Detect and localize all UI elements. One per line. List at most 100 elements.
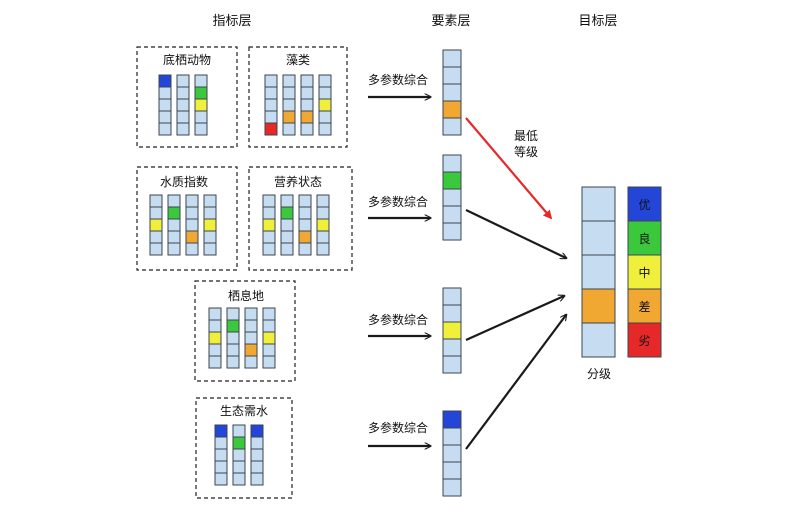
grade-label: 差 xyxy=(638,300,650,314)
grade-swatch xyxy=(627,288,662,324)
indicator-cell xyxy=(250,436,264,450)
indicator-cell xyxy=(282,98,296,112)
indicator-cell xyxy=(262,218,276,232)
group-title: 营养状态 xyxy=(274,174,322,189)
indicator-groups: 底栖动物 藻类 水质指数 营养状态 栖息地 生态需水 xyxy=(136,46,353,499)
indicator-cell xyxy=(226,307,240,321)
indicator-cell xyxy=(232,472,246,486)
indicator-cell xyxy=(282,86,296,100)
indicator-cell xyxy=(264,74,278,88)
group-title: 生态需水 xyxy=(220,404,268,418)
indicator-group-water-quality: 水质指数 xyxy=(136,166,238,271)
indicator-cell xyxy=(158,74,172,88)
indicator-cell xyxy=(194,122,208,136)
indicator-cell xyxy=(300,98,314,112)
indicator-cell xyxy=(264,110,278,124)
indicator-group-ecological-water: 生态需水 xyxy=(195,397,293,499)
indicator-cell xyxy=(214,448,228,462)
indicator-cell xyxy=(194,110,208,124)
indicator-cell xyxy=(158,86,172,100)
indicator-cell xyxy=(250,472,264,486)
indicator-cell xyxy=(244,343,258,357)
indicator-cell xyxy=(194,74,208,88)
min-grade-label: 最低 xyxy=(514,129,538,143)
group-cells xyxy=(214,424,264,486)
indicator-cell xyxy=(158,122,172,136)
grade-label: 优 xyxy=(638,198,650,212)
group-frame xyxy=(194,280,296,382)
indicator-cell xyxy=(149,230,163,244)
indicator-cell xyxy=(318,98,332,112)
indicator-cell xyxy=(214,436,228,450)
indicator-cell xyxy=(203,206,217,220)
indicator-cell xyxy=(250,460,264,474)
element-cell xyxy=(442,205,462,224)
group-frame xyxy=(136,166,238,271)
synthesis-label: 多参数综合 xyxy=(368,312,428,327)
indicator-cell xyxy=(167,194,181,208)
indicator-cell xyxy=(318,86,332,100)
indicator-cell xyxy=(264,122,278,136)
indicator-cell xyxy=(280,206,294,220)
indicator-cell xyxy=(226,331,240,345)
indicator-cell xyxy=(208,343,222,357)
indicator-cell xyxy=(167,230,181,244)
indicator-cell xyxy=(262,242,276,256)
indicator-cell xyxy=(167,206,181,220)
convergence-arrow xyxy=(465,296,564,342)
group-title: 栖息地 xyxy=(228,288,264,303)
indicator-cell xyxy=(280,242,294,256)
indicator-cell xyxy=(298,194,312,208)
indicator-cell xyxy=(264,86,278,100)
indicator-cell xyxy=(203,230,217,244)
grade-swatch xyxy=(627,220,662,256)
target-bar-label: 分级 xyxy=(587,367,611,381)
indicator-cell xyxy=(176,86,190,100)
group-cells xyxy=(262,194,330,256)
indicator-cell xyxy=(282,110,296,124)
indicator-cell xyxy=(176,110,190,124)
indicator-cell xyxy=(318,74,332,88)
element-bar xyxy=(442,154,462,241)
grade-swatch xyxy=(627,322,662,358)
indicator-cell xyxy=(208,355,222,369)
group-cells xyxy=(208,307,276,369)
indicator-cell xyxy=(262,331,276,345)
indicator-cell xyxy=(262,343,276,357)
indicator-cell xyxy=(226,319,240,333)
element-layer-bars xyxy=(442,49,462,497)
indicator-cell xyxy=(185,206,199,220)
group-title: 水质指数 xyxy=(160,174,208,189)
element-cell xyxy=(442,117,462,136)
indicator-group-trophic-state: 营养状态 xyxy=(248,166,353,271)
element-cell xyxy=(442,304,462,323)
indicator-cell xyxy=(316,206,330,220)
header-indicator-layer: 指标层 xyxy=(212,14,251,29)
indicator-cell xyxy=(158,110,172,124)
indicator-cell xyxy=(149,242,163,256)
indicator-cell xyxy=(300,110,314,124)
indicator-cell xyxy=(298,218,312,232)
indicator-cell xyxy=(176,122,190,136)
group-cells xyxy=(149,194,217,256)
element-cell xyxy=(442,461,462,480)
target-cell xyxy=(581,220,616,256)
indicator-cell xyxy=(214,472,228,486)
element-cell xyxy=(442,83,462,102)
indicator-cell xyxy=(185,218,199,232)
indicator-cell xyxy=(244,331,258,345)
group-cells xyxy=(158,74,208,136)
target-arrows: 最低 等级 xyxy=(465,117,566,450)
element-cell xyxy=(442,321,462,340)
indicator-cell xyxy=(214,424,228,438)
indicator-cell xyxy=(244,355,258,369)
indicator-cell xyxy=(149,206,163,220)
indicator-cell xyxy=(185,230,199,244)
header-target-layer: 目标层 xyxy=(578,14,617,29)
min-grade-label: 等级 xyxy=(514,145,538,159)
element-cell xyxy=(442,287,462,306)
element-cell xyxy=(442,222,462,241)
indicator-cell xyxy=(158,98,172,112)
group-frame xyxy=(248,166,353,271)
